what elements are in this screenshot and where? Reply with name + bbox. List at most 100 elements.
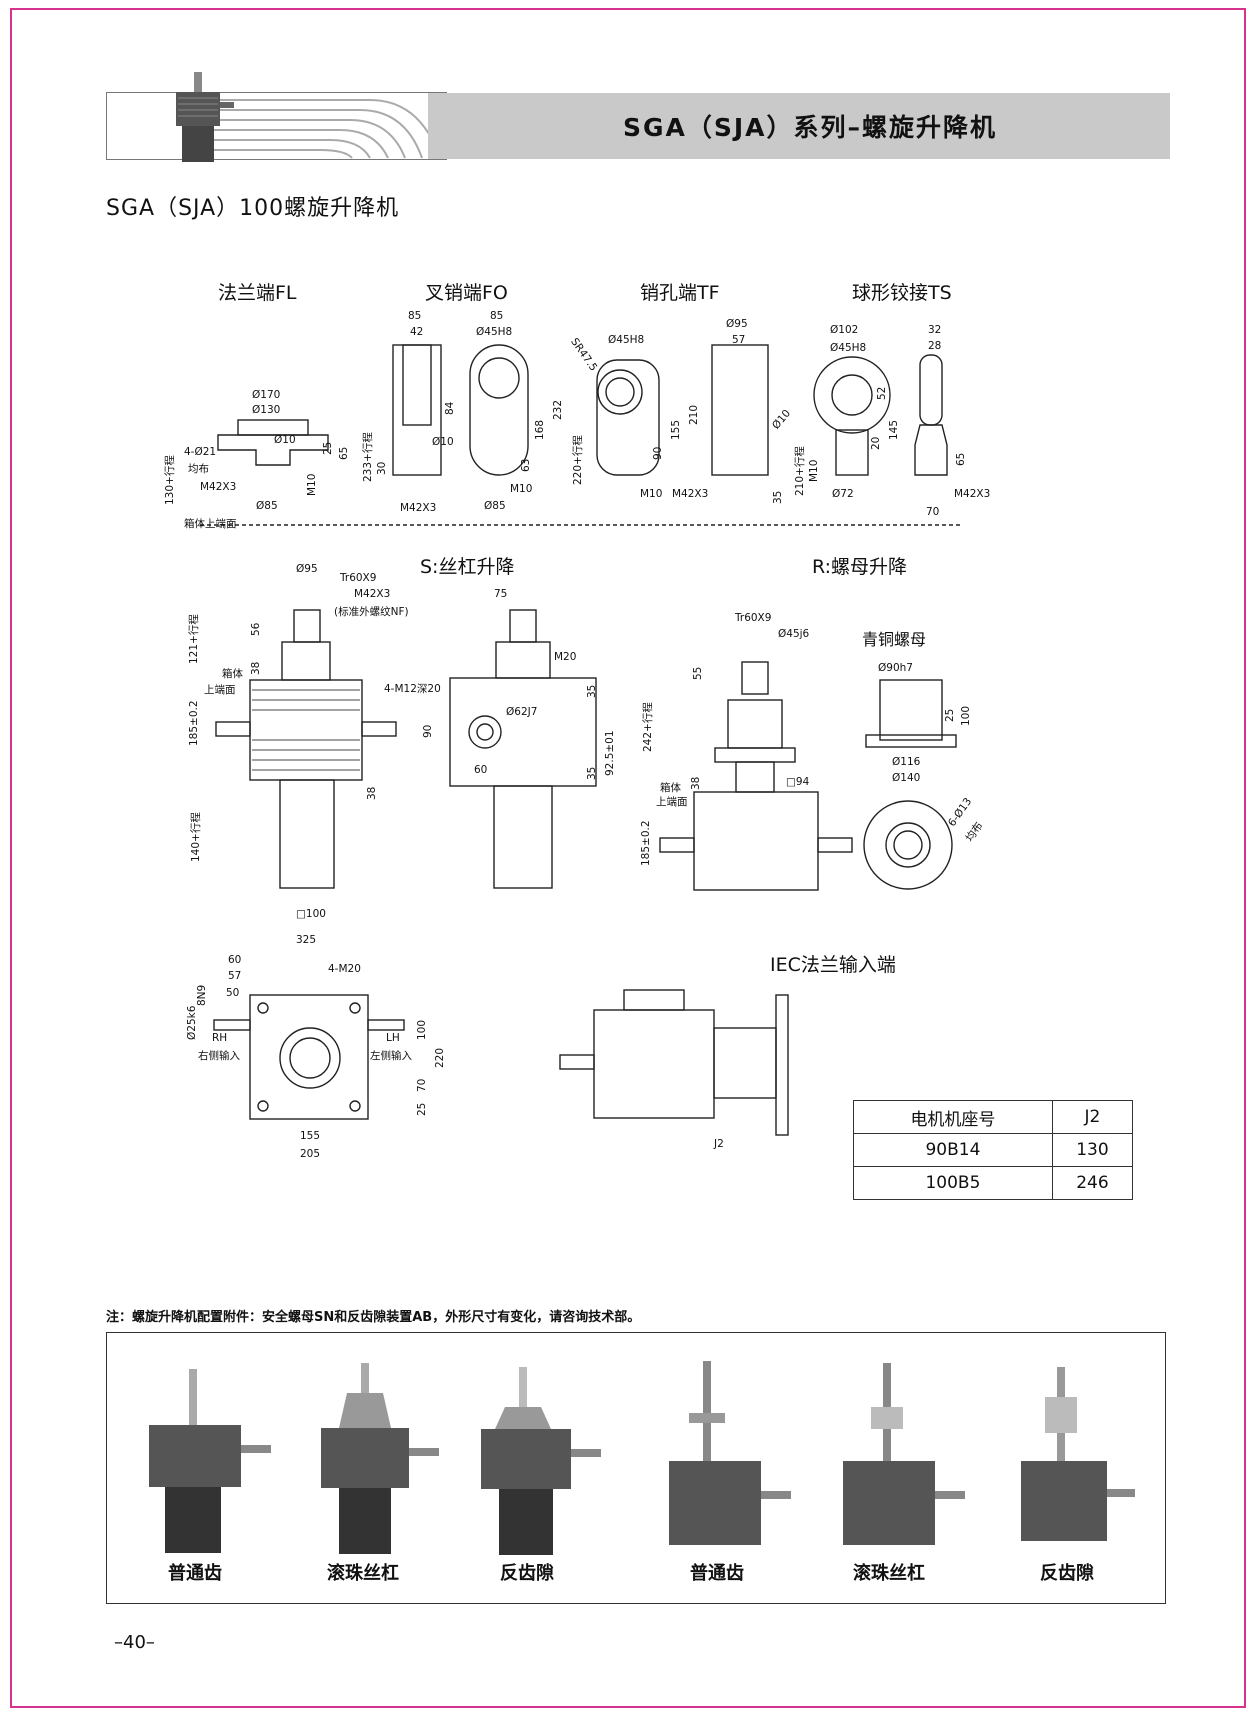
dim-ts-d102: Ø102 [830,324,859,336]
dim-r-h185: 185±0.2 [640,820,652,866]
table-header-cell: J2 [1051,1100,1134,1134]
dim-fl-d10: Ø10 [274,434,296,446]
dim-fl-stroke: 130+行程 [164,455,176,505]
photo-caption: 反齿隙 [500,1563,554,1584]
dim-s-h38b: 38 [366,786,378,800]
dim-ts-w70: 70 [926,506,940,518]
dim-top-lh-txt: 左侧输入 [370,1050,412,1062]
dim-top-h70: 70 [416,1078,428,1092]
dim-top-w60: 60 [228,954,242,966]
dim-r-tr: Tr60X9 [735,612,772,624]
iec-title: IEC法兰输入端 [770,954,896,976]
dim-ts-h20: 20 [870,436,882,450]
dim-r-d45: Ø45j6 [778,628,810,640]
dim-s-sq100: □100 [296,908,326,920]
dim-tf-h210: 210 [688,404,700,425]
dim-fl-d85: Ø85 [256,500,278,512]
dim-side-holes: 4-M12深20 [384,683,441,695]
dim-top-rh: RH [212,1032,228,1044]
dim-tf-d95: Ø95 [726,318,748,330]
dim-s-stroke140: 140+行程 [190,812,202,862]
dim-s-h38: 38 [250,661,262,675]
photo-caption: 反齿隙 [1040,1563,1094,1584]
table-header-row: 电机机座号 J2 [853,1100,1134,1134]
dim-s-note: (标准外螺纹NF) [334,606,409,618]
r-gearbox [693,791,819,891]
dim-side-d62: Ø62J7 [506,706,538,718]
ts-ball-front [813,356,891,434]
dim-ts-h145: 145 [888,419,900,440]
tf-pin-front [596,359,660,476]
dim-fo-thread: M42X3 [400,502,437,514]
dim-side-w75: 75 [494,588,508,600]
dim-top-h100: 100 [416,1019,428,1040]
section-s-label: S:丝杠升降 [420,556,515,578]
dim-fl-d130: Ø130 [252,404,281,416]
fl-flange-outline [217,434,329,466]
dim-fl-h65: 65 [338,446,350,460]
dim-fl-h25: 25 [322,441,334,455]
dim-tf-h35: 35 [772,490,784,504]
dim-ts-d72: Ø72 [832,488,854,500]
dim-fo-w42: 42 [410,326,424,338]
dim-ts-h65: 65 [955,452,967,466]
dim-fl-thread: M42X3 [200,481,237,493]
dim-tf-h90: 90 [652,446,664,460]
dim-fo-d10: Ø10 [432,436,454,448]
dim-s-boxface: 上端面 [204,684,236,696]
header-jack-image [176,72,234,162]
dim-fo-stroke: 233+行程 [362,432,374,482]
dim-top-w50: 50 [226,987,240,999]
dim-tf-thread: M42X3 [672,488,709,500]
dim-ts-stroke: 210+行程 [794,446,806,496]
dim-fo-h84: 84 [444,401,456,415]
dim-s-h56: 56 [250,622,262,636]
table-header-cell: 电机机座号 [853,1100,1053,1134]
dim-fo-m10: M10 [510,483,533,495]
page-number: –40– [114,1632,155,1653]
dim-fo-h63: 63 [520,458,532,472]
photo-caption: 滚珠丝杠 [327,1563,399,1584]
dim-side-w60: 60 [474,764,488,776]
dim-top-key: 8N9 [196,984,208,1006]
end-type-ts-label: 球形铰接TS [852,282,952,304]
dim-fl-base: 箱体上端面 [184,518,237,530]
dim-top-w205: 205 [300,1148,321,1160]
dim-s-h185: 185±0.2 [188,700,200,746]
dim-fo-w85a: 85 [408,310,422,322]
dim-fl-uniform: 均布 [188,463,209,475]
dim-top-shaft: Ø25k6 [186,1005,198,1040]
photo-caption: 普通齿 [690,1563,744,1584]
dim-fl-m10: M10 [306,473,318,496]
s-tube [279,779,335,889]
product-photo-box: 普通齿 滚珠丝杠 反齿隙 普通齿 滚珠丝杠 反齿隙 [106,1332,1166,1604]
side-gearbox [449,677,597,787]
dim-r-h38: 38 [690,776,702,790]
end-type-fl-label: 法兰端FL [218,282,297,304]
table-cell: 246 [1051,1166,1134,1200]
dim-fo-h30: 30 [376,461,388,475]
dim-side-h90: 90 [422,724,434,738]
dim-ts-h52: 52 [876,386,888,400]
section-subtitle: SGA（SJA）100螺旋升降机 [106,196,400,221]
dim-tf-m10: M10 [640,488,663,500]
dim-fo-w85b: 85 [490,310,504,322]
accessory-note: 注：螺旋升降机配置附件：安全螺母SN和反齿隙装置AB，外形尺寸有变化，请咨询技术… [106,1310,641,1325]
dim-fo-d45: Ø45H8 [476,326,513,338]
s-gearbox [249,679,363,781]
dim-side-h92: 92.5±01 [604,730,616,776]
dim-ts-w28: 28 [928,340,942,352]
s-screw [293,609,321,643]
dim-side-h35a: 35 [586,684,598,698]
ts-ball-side [919,354,943,426]
dim-top-h220: 220 [434,1047,446,1068]
dim-ts-thread: M42X3 [954,488,991,500]
end-type-tf-label: 销孔端TF [640,282,720,304]
fo-fork-front [469,344,529,476]
fo-fork-side [392,344,442,476]
page-header-title: SGA（SJA）系列–螺旋升降机 [622,113,998,142]
table-cell: 90B14 [853,1133,1053,1167]
dim-top-rh-txt: 右侧输入 [198,1050,240,1062]
dim-fl-holes: 4-Ø21 [184,446,217,458]
end-type-fo-label: 叉销端FO [425,282,508,304]
